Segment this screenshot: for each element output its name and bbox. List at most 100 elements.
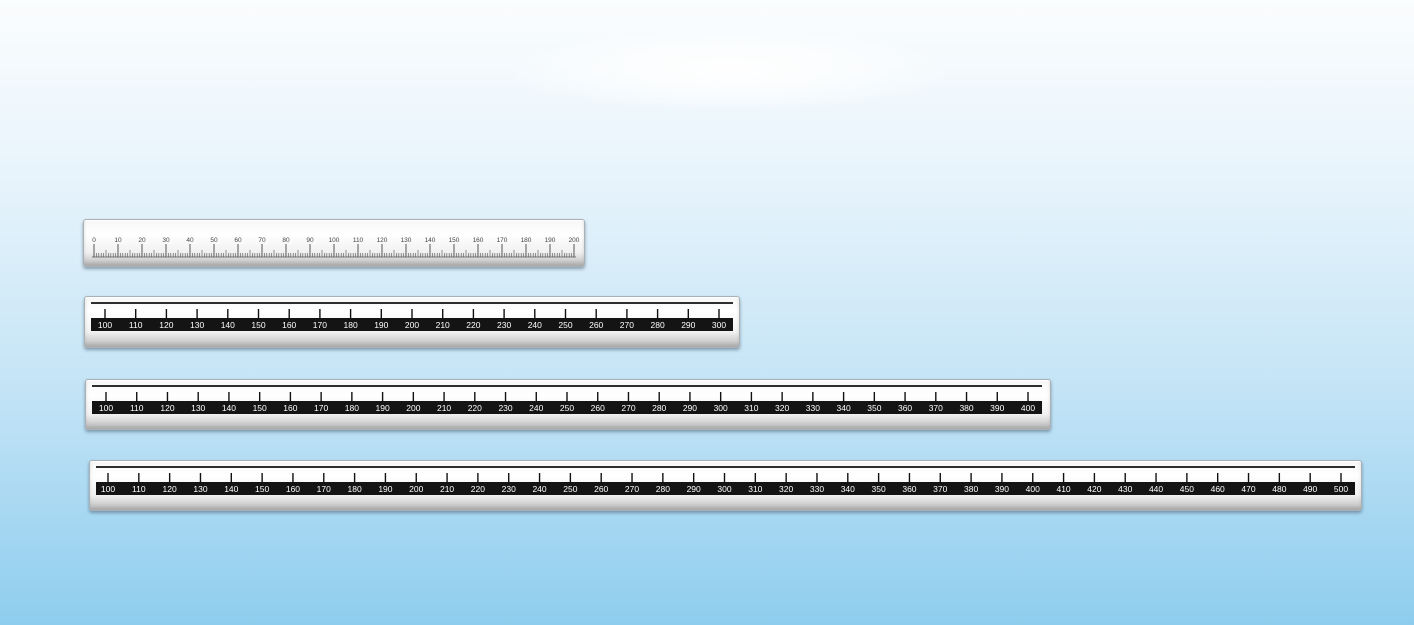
tick-label: 150 — [253, 403, 267, 413]
tick-label: 30 — [162, 237, 170, 244]
tick-label: 200 — [406, 403, 420, 413]
tick-label: 440 — [1149, 484, 1163, 494]
tick-label: 490 — [1303, 484, 1317, 494]
tick-label: 100 — [98, 320, 112, 330]
tick-label: 220 — [466, 320, 480, 330]
tick-label: 370 — [933, 484, 947, 494]
tick-label: 290 — [681, 320, 695, 330]
tick-label: 250 — [560, 403, 574, 413]
tick-label: 350 — [872, 484, 886, 494]
tick-label: 260 — [589, 320, 603, 330]
tick-label: 280 — [651, 320, 665, 330]
label-strip — [91, 318, 733, 331]
tick-label: 190 — [545, 237, 556, 244]
tick-label: 270 — [620, 320, 634, 330]
tick-label: 170 — [317, 484, 331, 494]
tick-label: 140 — [221, 320, 235, 330]
tick-label: 370 — [929, 403, 943, 413]
tick-label: 110 — [132, 484, 146, 494]
tick-label: 270 — [625, 484, 639, 494]
tick-label: 110 — [129, 320, 143, 330]
tick-label: 450 — [1180, 484, 1194, 494]
background-glow — [515, 30, 945, 110]
tick-label: 180 — [521, 237, 532, 244]
tick-label: 380 — [959, 403, 973, 413]
tick-label: 500 — [1334, 484, 1348, 494]
tick-label: 160 — [282, 320, 296, 330]
tick-label: 260 — [591, 403, 605, 413]
tick-label: 230 — [497, 320, 511, 330]
label-strip — [92, 401, 1042, 414]
tick-label: 150 — [449, 237, 460, 244]
tick-label: 110 — [353, 237, 364, 244]
tick-label: 380 — [964, 484, 978, 494]
tick-label: 40 — [186, 237, 194, 244]
label-strip — [96, 482, 1355, 495]
tick-label: 340 — [841, 484, 855, 494]
tick-label: 120 — [159, 320, 173, 330]
tick-label: 250 — [563, 484, 577, 494]
tick-label: 400 — [1026, 484, 1040, 494]
tick-label: 420 — [1087, 484, 1101, 494]
tick-label: 220 — [471, 484, 485, 494]
tick-label: 320 — [775, 403, 789, 413]
tick-label: 350 — [867, 403, 881, 413]
tick-label: 460 — [1211, 484, 1225, 494]
tick-label: 100 — [101, 484, 115, 494]
tick-label: 90 — [306, 237, 314, 244]
tick-label: 130 — [401, 237, 412, 244]
tick-label: 50 — [210, 237, 218, 244]
tick-label: 210 — [437, 403, 451, 413]
tick-label: 150 — [255, 484, 269, 494]
tick-label: 80 — [282, 237, 290, 244]
tick-label: 160 — [473, 237, 484, 244]
tick-label: 310 — [744, 403, 758, 413]
tick-label: 400 — [1021, 403, 1035, 413]
tick-label: 210 — [440, 484, 454, 494]
tick-label: 70 — [258, 237, 266, 244]
tick-label: 260 — [594, 484, 608, 494]
tick-label: 0 — [92, 237, 96, 244]
tick-label: 100 — [329, 237, 340, 244]
tick-label: 170 — [313, 320, 327, 330]
tick-label: 390 — [990, 403, 1004, 413]
tick-label: 300 — [714, 403, 728, 413]
tick-label: 130 — [190, 320, 204, 330]
tick-label: 180 — [345, 403, 359, 413]
tick-label: 300 — [712, 320, 726, 330]
tick-label: 190 — [374, 320, 388, 330]
tick-label: 470 — [1241, 484, 1255, 494]
tick-label: 300 — [717, 484, 731, 494]
tick-label: 480 — [1272, 484, 1286, 494]
tick-label: 240 — [528, 320, 542, 330]
tick-label: 220 — [468, 403, 482, 413]
tick-label: 200 — [405, 320, 419, 330]
tick-label: 200 — [409, 484, 423, 494]
tick-label: 360 — [898, 403, 912, 413]
tick-label: 180 — [348, 484, 362, 494]
tick-label: 120 — [377, 237, 388, 244]
tick-label: 330 — [806, 403, 820, 413]
tick-label: 390 — [995, 484, 1009, 494]
tick-label: 140 — [224, 484, 238, 494]
tick-label: 270 — [621, 403, 635, 413]
tick-label: 230 — [502, 484, 516, 494]
tick-label: 160 — [283, 403, 297, 413]
tick-label: 180 — [344, 320, 358, 330]
tick-label: 120 — [163, 484, 177, 494]
tick-label: 120 — [160, 403, 174, 413]
tick-label: 410 — [1056, 484, 1070, 494]
tick-label: 320 — [779, 484, 793, 494]
tick-label: 160 — [286, 484, 300, 494]
tick-label: 360 — [902, 484, 916, 494]
tick-label: 20 — [138, 237, 146, 244]
tick-label: 280 — [652, 403, 666, 413]
